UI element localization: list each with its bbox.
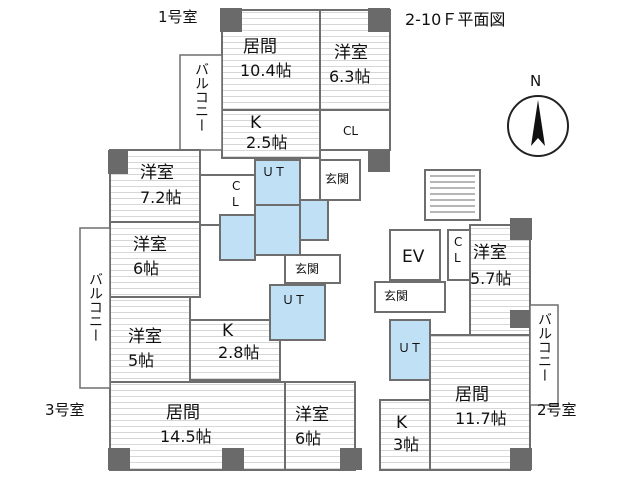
u2-kitchen-size: 3帖 [393, 435, 419, 454]
u3-western6-size: 6帖 [133, 259, 159, 278]
u1-entrance-floor [319, 159, 361, 201]
u2-living-size: 11.7帖 [455, 409, 507, 428]
u2-western57-size: 5.7帖 [470, 269, 511, 288]
u3-entrance-floor [284, 254, 341, 284]
u1-western-size: 6.3帖 [329, 67, 370, 86]
u3-western72-name: 洋室 [140, 163, 174, 183]
elevator-shaft [389, 229, 441, 281]
u2-western6-size: 6帖 [295, 429, 321, 448]
u2-cl-l: L [454, 251, 461, 265]
u2-closet [447, 229, 471, 281]
u3-ut-room [269, 284, 326, 341]
u2-living-name: 居間 [455, 385, 489, 405]
u2-ut-label: ＵＴ [398, 341, 422, 355]
u1-balcony-label: バルコニー [193, 62, 209, 132]
unit3-label: 3号室 [45, 401, 85, 419]
u1-bath [254, 204, 301, 256]
plan-title: 2-10Ｆ平面図 [405, 10, 505, 29]
u3-living-size: 14.5帖 [160, 427, 212, 446]
u1-western-name: 洋室 [334, 43, 368, 63]
u1-kitchen-name: K [250, 113, 262, 133]
elevator-label: EV [402, 247, 425, 267]
u3-western5-size: 5帖 [128, 351, 154, 370]
u1-cl-label: CL [343, 124, 358, 138]
north-arrow-icon [507, 95, 569, 157]
u2-kitchen-floor [379, 399, 431, 471]
u3-western6-floor [109, 221, 201, 298]
u3-balcony [79, 227, 111, 389]
u1-kitchen-floor [221, 109, 321, 159]
u2-balcony-label: バルコニー [536, 312, 552, 382]
u2-balcony [529, 304, 559, 406]
u3-living-name: 居間 [166, 403, 200, 423]
u2-cl-c: C [454, 235, 462, 249]
u3-western6-name: 洋室 [133, 235, 167, 255]
u1-toilet [299, 199, 329, 241]
u2-western57-name: 洋室 [473, 243, 507, 263]
u3-western72-size: 7.2帖 [140, 188, 181, 207]
u3-ut-label: ＵＴ [282, 293, 306, 307]
u3-western5-name: 洋室 [128, 327, 162, 347]
structural-columns [108, 8, 532, 470]
u1-living-name: 居間 [243, 37, 277, 57]
u2-western6-name: 洋室 [295, 405, 329, 425]
u2-ut-room [389, 319, 431, 381]
u3-cl-c: C [232, 179, 240, 193]
u3-entrance-label: 玄関 [295, 261, 319, 276]
u3-balcony-label: バルコニー [87, 272, 103, 342]
u2-living-floor [429, 334, 531, 471]
u3-cl-l: L [232, 195, 239, 209]
u1-ut-label: ＵＴ [262, 165, 286, 179]
u1-closet [319, 109, 391, 151]
stair-treads [430, 175, 475, 213]
unit2-label: 2号室 [537, 401, 577, 419]
compass-label: N [530, 72, 541, 90]
u1-kitchen-size: 2.5帖 [246, 133, 287, 152]
u1-living-size: 10.4帖 [240, 61, 292, 80]
u2-entrance-label: 玄関 [384, 288, 408, 303]
u2-kitchen-name: K [396, 413, 408, 433]
u3-wash [219, 214, 256, 261]
unit1-label: 1号室 [158, 8, 198, 26]
u3-kitchen-name: K [222, 321, 234, 341]
u3-living-floor [109, 381, 286, 471]
u3-kitchen-size: 2.8帖 [218, 343, 259, 362]
u3-kitchen-floor [189, 319, 281, 381]
u2-entrance-floor [374, 281, 446, 313]
u1-entrance-label: 玄関 [325, 171, 349, 186]
